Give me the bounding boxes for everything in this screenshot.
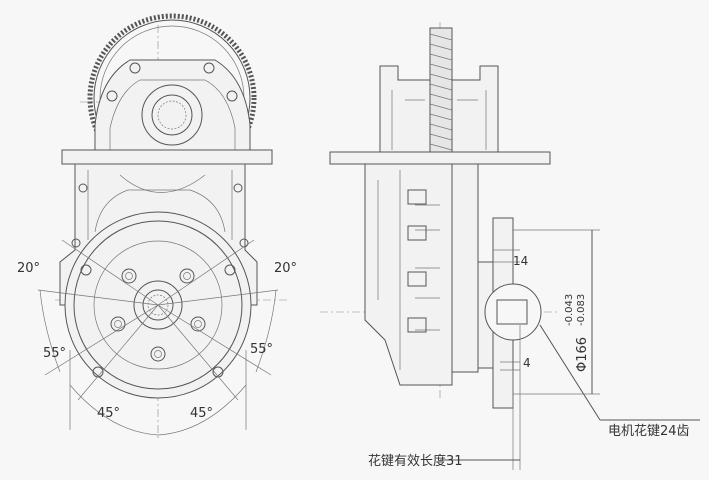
angle-construction-lines	[37, 239, 279, 436]
side-view: 14 4 Φ166 -0.043 -0.083 电机花键24齿 花键有效长度31	[320, 22, 700, 470]
side-flange	[329, 151, 551, 165]
motor-shaft	[484, 283, 542, 341]
diameter-dimension: Φ166 -0.043 -0.083	[564, 294, 590, 372]
angle-label-mid-left: 55°	[43, 346, 66, 361]
tolerance-lower: -0.083	[576, 294, 587, 326]
motor-spline-label: 电机花键24齿	[608, 423, 690, 439]
angle-label-top-right: 20°	[274, 261, 297, 276]
dimension-4: 4	[523, 356, 531, 370]
side-upper-housing	[379, 65, 431, 153]
angle-label-bottom-left: 45°	[97, 406, 120, 421]
diameter-value: Φ166	[575, 337, 590, 372]
bolt-holes	[80, 264, 236, 378]
dimension-lines	[440, 229, 700, 470]
front-flange	[61, 149, 273, 165]
angle-label-top-left: 20°	[17, 261, 40, 276]
side-gear	[429, 27, 453, 159]
upper-housing	[94, 59, 251, 151]
angle-label-mid-right: 55°	[250, 342, 273, 357]
tolerance-upper: -0.043	[564, 294, 575, 326]
angle-label-bottom-right: 45°	[190, 406, 213, 421]
front-view: 20° 20° 55° 55° 45° 45°	[17, 13, 297, 440]
spline-length-label: 花键有效长度31	[368, 453, 463, 469]
dimension-14: 14	[513, 254, 528, 268]
